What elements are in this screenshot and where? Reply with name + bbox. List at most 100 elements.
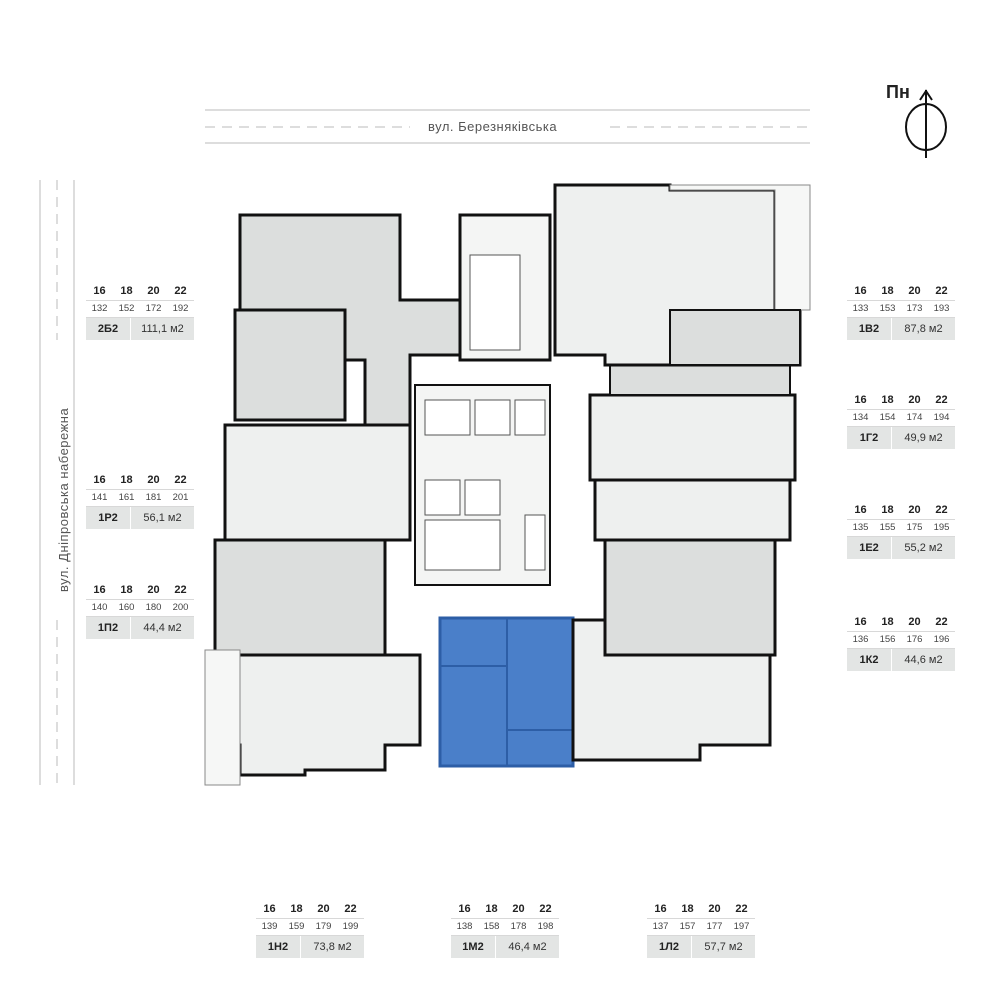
apartment-number: 192 bbox=[172, 303, 189, 314]
street-label-top: вул. Березняківська bbox=[420, 119, 566, 134]
apartment-number: 154 bbox=[879, 412, 896, 423]
apartment-card-1k2[interactable]: 16 18 20 22 136 156 176 196 1К2 44,6 м2 bbox=[847, 613, 955, 671]
apartment-1m2[interactable] bbox=[438, 616, 575, 768]
apartment-number: 180 bbox=[145, 602, 162, 613]
floor-label: 18 bbox=[120, 584, 133, 596]
street-top-lines bbox=[205, 109, 810, 144]
street-left-lines bbox=[39, 180, 75, 785]
apartment-number: 157 bbox=[679, 921, 696, 932]
floor-label: 16 bbox=[93, 285, 106, 297]
apartment-2b2[interactable] bbox=[233, 213, 462, 432]
floor-label: 22 bbox=[735, 903, 748, 915]
floor-label: 20 bbox=[908, 616, 921, 628]
floor-label: 18 bbox=[120, 285, 133, 297]
apartment-number: 176 bbox=[906, 634, 923, 645]
floor-label: 16 bbox=[854, 394, 867, 406]
apartment-type: 1Н2 bbox=[256, 936, 301, 958]
floor-label: 18 bbox=[881, 504, 894, 516]
apartment-number: 134 bbox=[852, 412, 869, 423]
apartment-number: 200 bbox=[172, 602, 189, 613]
floor-label: 22 bbox=[935, 394, 948, 406]
apartment-type: 1П2 bbox=[86, 617, 131, 639]
floor-label: 22 bbox=[935, 285, 948, 297]
apartment-1p2[interactable] bbox=[213, 538, 387, 657]
apartment-1v2[interactable] bbox=[553, 183, 811, 367]
apartment-1n2[interactable] bbox=[204, 649, 422, 786]
floor-label: 18 bbox=[485, 903, 498, 915]
apartment-number: 140 bbox=[91, 602, 108, 613]
apartment-1e2[interactable] bbox=[593, 478, 792, 542]
floor-label: 20 bbox=[908, 285, 921, 297]
building-core bbox=[414, 213, 552, 586]
apartment-area: 87,8 м2 bbox=[904, 323, 943, 335]
north-label: Пн bbox=[886, 82, 910, 102]
apartment-area: 57,7 м2 bbox=[704, 941, 743, 953]
apartment-number: 196 bbox=[933, 634, 950, 645]
apartment-number: 193 bbox=[933, 303, 950, 314]
floor-label: 22 bbox=[174, 474, 187, 486]
floor-label: 22 bbox=[174, 584, 187, 596]
apartment-number: 136 bbox=[852, 634, 869, 645]
floor-label: 16 bbox=[854, 616, 867, 628]
apartment-number: 177 bbox=[706, 921, 723, 932]
apartment-number: 156 bbox=[879, 634, 896, 645]
apartment-type: 1Г2 bbox=[847, 427, 892, 449]
floor-label: 18 bbox=[881, 616, 894, 628]
apartment-number: 194 bbox=[933, 412, 950, 423]
apartment-number: 132 bbox=[91, 303, 108, 314]
apartment-area: 55,2 м2 bbox=[904, 542, 943, 554]
north-arrow-icon bbox=[905, 89, 947, 158]
floor-label: 22 bbox=[935, 616, 948, 628]
apartment-number: 153 bbox=[879, 303, 896, 314]
floor-label: 22 bbox=[174, 285, 187, 297]
floor-label: 18 bbox=[881, 285, 894, 297]
floor-label: 20 bbox=[512, 903, 525, 915]
apartment-type: 1М2 bbox=[451, 936, 496, 958]
apartment-type: 1Е2 bbox=[847, 537, 892, 559]
apartment-number: 179 bbox=[315, 921, 332, 932]
apartment-type: 2Б2 bbox=[86, 318, 131, 340]
apartment-number: 174 bbox=[906, 412, 923, 423]
apartment-area: 44,6 м2 bbox=[904, 654, 943, 666]
apartment-1g2[interactable] bbox=[588, 364, 797, 482]
floor-label: 18 bbox=[681, 903, 694, 915]
floor-label: 22 bbox=[344, 903, 357, 915]
apartment-number: 138 bbox=[456, 921, 473, 932]
floor-label: 20 bbox=[317, 903, 330, 915]
apartment-number: 195 bbox=[933, 522, 950, 533]
apartment-type: 1В2 bbox=[847, 318, 892, 340]
apartment-1k2[interactable] bbox=[603, 538, 777, 657]
apartment-number: 201 bbox=[172, 492, 189, 503]
apartment-number: 161 bbox=[118, 492, 135, 503]
floor-label: 22 bbox=[539, 903, 552, 915]
floor-label: 16 bbox=[263, 903, 276, 915]
apartment-area: 73,8 м2 bbox=[313, 941, 352, 953]
apartment-number: 199 bbox=[342, 921, 359, 932]
floor-label: 20 bbox=[147, 285, 160, 297]
floor-label: 18 bbox=[881, 394, 894, 406]
apartment-type: 1К2 bbox=[847, 649, 892, 671]
apartment-type: 1Л2 bbox=[647, 936, 692, 958]
apartment-1r2[interactable] bbox=[223, 423, 412, 542]
floor-label: 20 bbox=[908, 394, 921, 406]
apartment-number: 175 bbox=[906, 522, 923, 533]
floor-label: 16 bbox=[854, 504, 867, 516]
floor-label: 22 bbox=[935, 504, 948, 516]
floor-label: 16 bbox=[854, 285, 867, 297]
apartment-area: 44,4 м2 bbox=[143, 622, 182, 634]
apartment-area: 46,4 м2 bbox=[508, 941, 547, 953]
street-label-left: вул. Дніпровська набережна bbox=[56, 399, 71, 600]
apartment-number: 160 bbox=[118, 602, 135, 613]
apartment-number: 197 bbox=[733, 921, 750, 932]
apartment-area: 111,1 м2 bbox=[141, 323, 184, 335]
